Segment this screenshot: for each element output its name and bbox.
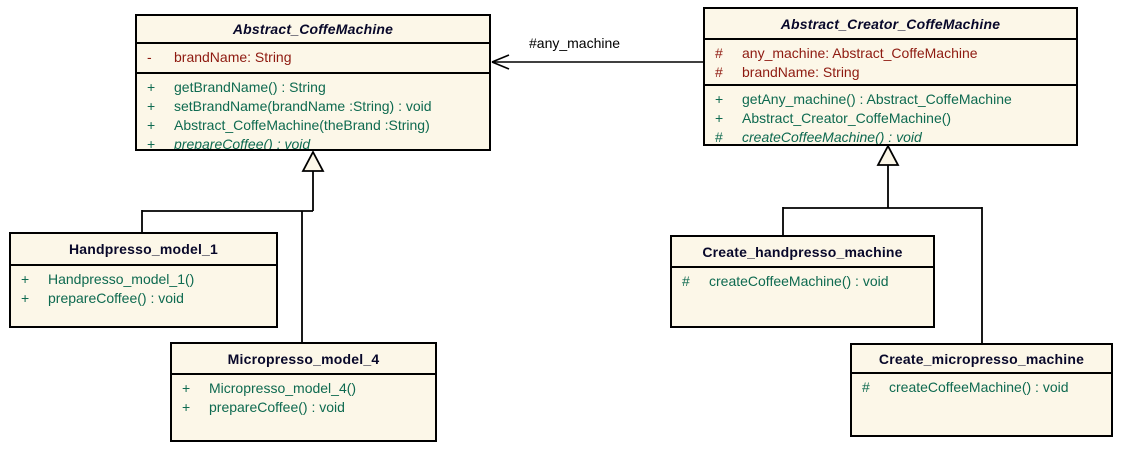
method-row: + Abstract_Creator_CoffeMachine() bbox=[715, 109, 1070, 128]
method-text: createCoffeeMachine() : void bbox=[709, 273, 889, 289]
visibility-marker: + bbox=[715, 110, 724, 126]
method-row: + Handpresso_model_1() bbox=[21, 270, 270, 289]
method-row: + Micropresso_model_4() bbox=[182, 379, 429, 398]
attribute-row: - brandName: String bbox=[147, 48, 483, 67]
attribute-text: brandName: String bbox=[742, 64, 860, 80]
method-text: Abstract_Creator_CoffeMachine() bbox=[742, 110, 952, 126]
visibility-marker: + bbox=[21, 290, 30, 306]
class-create-handpresso-machine[interactable]: Create_handpresso_machine # createCoffeeM… bbox=[670, 235, 935, 328]
method-text: createCoffeeMachine() : void bbox=[889, 379, 1069, 395]
class-title: Handpresso_model_1 bbox=[11, 234, 276, 266]
class-create-micropresso-machine[interactable]: Create_micropresso_machine # createCoffee… bbox=[850, 343, 1113, 437]
association-label: #any_machine bbox=[529, 35, 621, 51]
visibility-marker: # bbox=[715, 129, 723, 144]
attribute-text: brandName: String bbox=[174, 49, 292, 65]
visibility-marker: + bbox=[147, 117, 156, 133]
methods-compartment: + Micropresso_model_4() + prepareCoffee() :… bbox=[172, 375, 435, 440]
visibility-marker: + bbox=[147, 98, 156, 114]
attribute-row: # any_machine: Abstract_CoffeMachine bbox=[715, 44, 1070, 63]
method-text: getAny_machine() : Abstract_CoffeMachine bbox=[742, 91, 1012, 107]
methods-compartment: # createCoffeeMachine() : void bbox=[852, 374, 1111, 435]
method-text: createCoffeeMachine() : void bbox=[742, 129, 922, 144]
method-row: + prepareCoffee() : void bbox=[147, 135, 483, 149]
attribute-row: # brandName: String bbox=[715, 63, 1070, 82]
method-text: prepareCoffee() : void bbox=[174, 136, 311, 149]
visibility-marker: + bbox=[182, 380, 191, 396]
method-text: Micropresso_model_4() bbox=[209, 380, 357, 396]
methods-compartment: + getAny_machine() : Abstract_CoffeMachin… bbox=[705, 86, 1076, 144]
visibility-marker: # bbox=[715, 64, 723, 80]
visibility-marker: # bbox=[715, 45, 723, 61]
method-text: Abstract_CoffeMachine(theBrand :String) bbox=[174, 117, 430, 133]
class-title: Create_micropresso_machine bbox=[852, 345, 1111, 374]
method-text: setBrandName(brandName :String) : void bbox=[174, 98, 432, 114]
methods-compartment: + getBrandName() : String + setBrandName(br… bbox=[137, 74, 489, 149]
method-row: + Abstract_CoffeMachine(theBrand :String) bbox=[147, 116, 483, 135]
method-row: # createCoffeeMachine() : void bbox=[862, 378, 1105, 397]
visibility-marker: + bbox=[715, 91, 724, 107]
method-row: + setBrandName(brandName :String) : void bbox=[147, 97, 483, 116]
visibility-marker: + bbox=[147, 136, 156, 149]
hollow-triangle-icon bbox=[301, 150, 325, 172]
visibility-marker: # bbox=[682, 273, 690, 289]
class-title: Abstract_Creator_CoffeMachine bbox=[705, 9, 1076, 40]
class-title: Create_handpresso_machine bbox=[672, 237, 933, 268]
association-any-machine bbox=[491, 54, 703, 70]
method-row: # createCoffeeMachine() : void bbox=[715, 128, 1070, 144]
hollow-triangle-icon bbox=[876, 144, 900, 166]
class-title: Micropresso_model_4 bbox=[172, 344, 435, 375]
visibility-marker: + bbox=[182, 399, 191, 415]
open-arrowhead-icon bbox=[491, 54, 510, 70]
class-abstract-creator-coffemachine[interactable]: Abstract_Creator_CoffeMachine # any_machi… bbox=[703, 7, 1078, 146]
method-row: # createCoffeeMachine() : void bbox=[682, 272, 927, 291]
visibility-marker: # bbox=[862, 379, 870, 395]
attribute-text: any_machine: Abstract_CoffeMachine bbox=[742, 45, 978, 61]
method-text: Handpresso_model_1() bbox=[48, 271, 195, 287]
method-row: + prepareCoffee() : void bbox=[21, 289, 270, 308]
class-handpresso-model-1[interactable]: Handpresso_model_1 + Handpresso_model_1()… bbox=[9, 232, 278, 328]
visibility-marker: + bbox=[147, 79, 156, 95]
method-text: prepareCoffee() : void bbox=[48, 290, 184, 306]
method-row: + getBrandName() : String bbox=[147, 78, 483, 97]
methods-compartment: + Handpresso_model_1() + prepareCoffee() : … bbox=[11, 266, 276, 326]
class-abstract-coffemachine[interactable]: Abstract_CoffeMachine - brandName: String… bbox=[135, 14, 491, 151]
visibility-marker: - bbox=[147, 49, 152, 65]
attributes-compartment: - brandName: String bbox=[137, 44, 489, 74]
attributes-compartment: # any_machine: Abstract_CoffeMachine # bran… bbox=[705, 40, 1076, 86]
methods-compartment: # createCoffeeMachine() : void bbox=[672, 268, 933, 326]
method-text: prepareCoffee() : void bbox=[209, 399, 345, 415]
class-micropresso-model-4[interactable]: Micropresso_model_4 + Micropresso_model_4… bbox=[170, 342, 437, 442]
method-row: + getAny_machine() : Abstract_CoffeMachin… bbox=[715, 90, 1070, 109]
visibility-marker: + bbox=[21, 271, 30, 287]
class-title: Abstract_CoffeMachine bbox=[137, 16, 489, 44]
method-text: getBrandName() : String bbox=[174, 79, 326, 95]
method-row: + prepareCoffee() : void bbox=[182, 398, 429, 417]
